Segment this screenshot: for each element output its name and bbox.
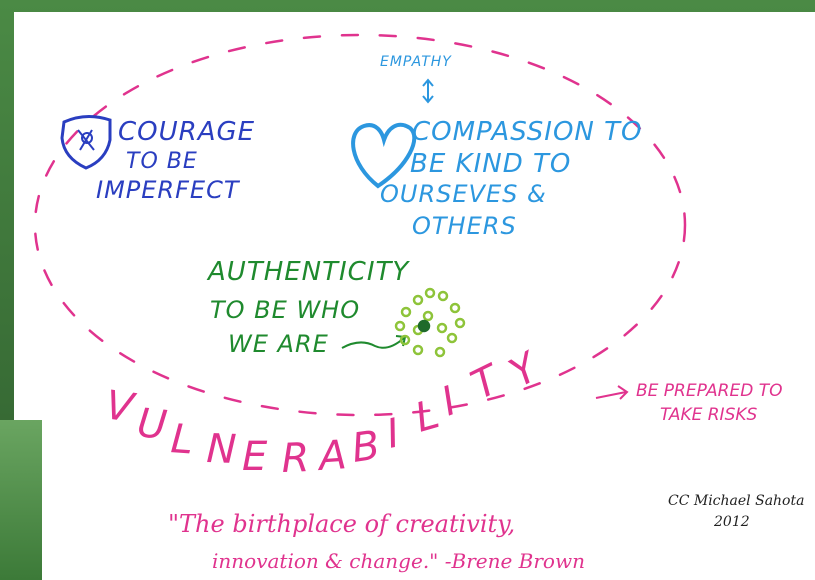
circle-cluster-icon <box>394 287 466 358</box>
compassion-line3: OURSEVES & <box>380 180 547 208</box>
whiteboard-bottom-left <box>42 420 102 580</box>
squiggle-arrow-icon <box>341 335 407 349</box>
quote-line2: innovation & change." -Brene Brown <box>212 549 585 573</box>
credit-line1: CC Michael Sahota <box>668 493 804 509</box>
vulnerability-letter: A <box>314 432 348 480</box>
arrow-right-icon <box>595 385 629 400</box>
credit-line2: 2012 <box>713 514 750 530</box>
courage-line3: IMPERFECT <box>96 176 241 204</box>
vulnerability-letter: T <box>464 355 509 409</box>
vulnerability-letter: L <box>169 416 194 463</box>
dashed-ellipse <box>33 33 687 417</box>
risks-line2: TAKE RISKS <box>660 405 758 425</box>
vulnerability-letter: Y <box>502 343 549 397</box>
vulnerability-letter: L <box>410 391 444 441</box>
vulnerability-letter: E <box>242 434 268 480</box>
courage-line1: COURAGE <box>118 117 255 147</box>
compassion-line1: COMPASSION TO <box>412 117 643 147</box>
empathy-label: EMPATHY <box>380 54 452 70</box>
vulnerability-letter: I <box>383 410 404 457</box>
vulnerability-letter: R <box>281 435 310 482</box>
compassion-line4: OTHERS <box>412 212 517 240</box>
compassion-line2: BE KIND TO <box>410 149 571 179</box>
quote-line1: "The birthplace of creativity, <box>168 510 515 538</box>
courage-line2: TO BE <box>126 149 198 174</box>
whiteboard <box>14 12 815 580</box>
vulnerability-letter: I <box>436 378 463 425</box>
heart-icon <box>351 122 417 189</box>
vulnerability-letter: U <box>135 400 169 449</box>
authenticity-line3: WE ARE <box>228 330 329 358</box>
background-green-strip <box>0 420 42 580</box>
shield-icon <box>60 115 112 170</box>
authenticity-line1: AUTHENTICITY <box>206 257 410 287</box>
double-arrow-icon <box>422 78 434 104</box>
vulnerability-letter: B <box>349 423 383 472</box>
authenticity-line2: TO BE WHO <box>210 296 360 324</box>
vulnerability-letter: V <box>103 382 139 432</box>
vulnerability-letter: N <box>206 426 238 473</box>
risks-line1: BE PREPARED TO <box>636 381 782 401</box>
